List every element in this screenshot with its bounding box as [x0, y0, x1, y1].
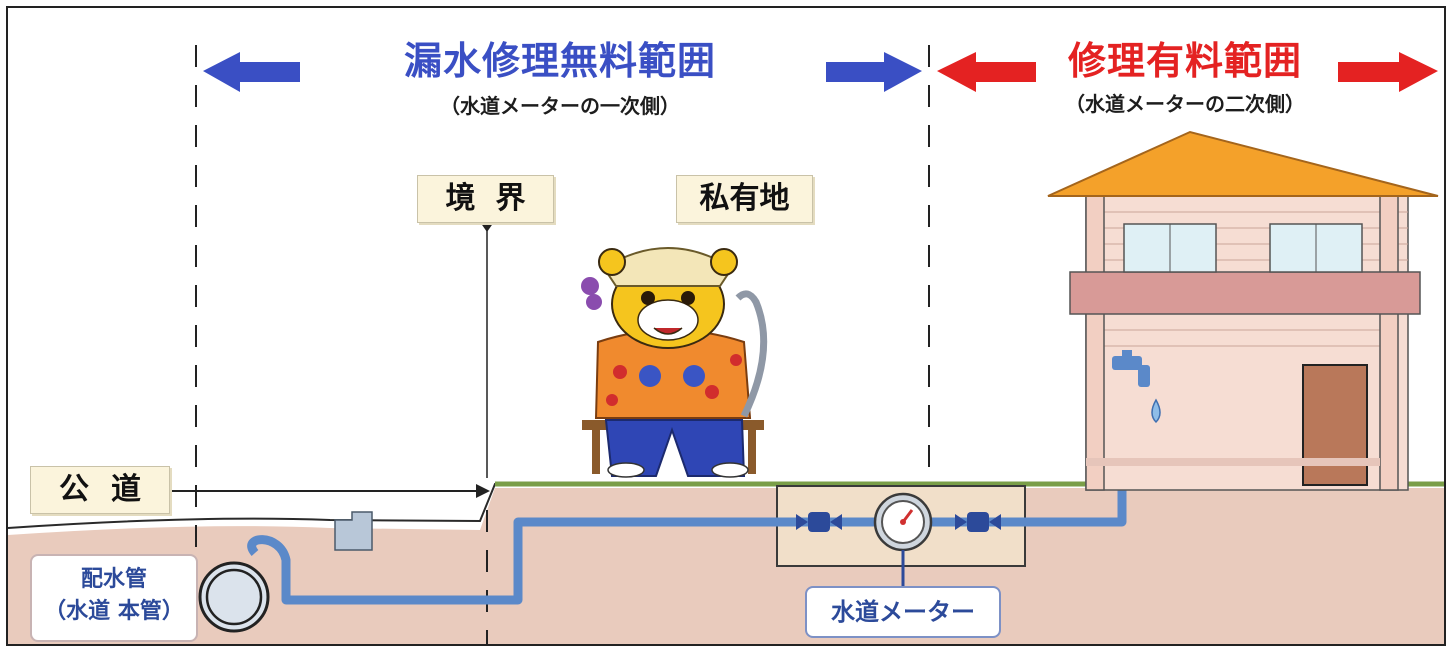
- road-arrow-head: [476, 484, 490, 498]
- mascot-bear-icon: [581, 247, 768, 478]
- public-road-label: 公道: [30, 466, 170, 514]
- ground: [8, 488, 1446, 646]
- paid-range-title: 修理有料範囲: [1067, 39, 1302, 83]
- main-pipe-inner: [205, 568, 263, 626]
- arrow-right-icon: [1338, 52, 1438, 92]
- free-range-title: 漏水修理無料範囲: [403, 39, 716, 83]
- house-icon: [1047, 130, 1439, 491]
- main-pipe: [198, 561, 270, 633]
- meter-gauge-icon: [873, 492, 933, 552]
- distribution-pipe-label-line1: 配水管: [80, 567, 147, 592]
- distribution-pipe-label-line2: （水道 本管）: [44, 599, 184, 624]
- boundary-label: 境界: [417, 175, 554, 223]
- distribution-pipe-label: 配水管 （水道 本管）: [30, 554, 198, 642]
- arrow-right-icon: [826, 52, 922, 92]
- water-drop-icon: [1151, 398, 1161, 424]
- water-meter-label: 水道メーター: [805, 586, 1001, 638]
- road-surface: [7, 483, 1446, 529]
- boundary-pointer-tip: [480, 222, 494, 232]
- water-pipe: [247, 382, 1127, 605]
- free-range-note: （水道メーターの一次側）: [440, 94, 680, 118]
- valve-icon: [796, 512, 842, 532]
- faucet-icon: [1112, 350, 1150, 387]
- paid-range-note: （水道メーターの二次側）: [1065, 92, 1305, 116]
- curb: [334, 511, 373, 551]
- private-land-label: 私有地: [676, 175, 813, 223]
- valve-icon: [955, 512, 1001, 532]
- arrow-left-icon: [937, 52, 1036, 92]
- arrow-left-icon: [203, 52, 300, 92]
